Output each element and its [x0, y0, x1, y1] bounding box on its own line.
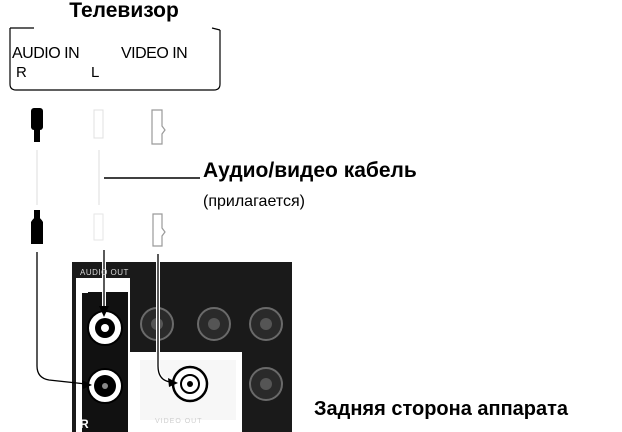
jack-audio-l	[87, 310, 123, 346]
arrow-video	[168, 378, 178, 387]
tv-video-in-label: VIDEO IN	[121, 45, 188, 62]
rear-side-label: Задняя сторона аппарата	[314, 398, 569, 420]
jack-faded-4	[249, 367, 283, 401]
cable-note: (прилагается)	[203, 193, 305, 210]
tv-r-label: R	[16, 64, 27, 81]
jack-video-out	[171, 365, 209, 403]
tv-l-label: L	[91, 64, 100, 81]
tv-audio-in-label: AUDIO IN	[12, 45, 80, 62]
bottom-plug-audio-r	[31, 210, 43, 244]
tv-box-top-right	[211, 27, 221, 31]
cable-label: Аудио/видео кабель	[203, 159, 417, 182]
jack-faded-3	[249, 307, 283, 341]
jack-audio-r	[87, 368, 123, 404]
arrow-audio-r	[82, 380, 92, 389]
jack-faded-2	[197, 307, 231, 341]
top-plug-audio-l	[93, 109, 104, 139]
bottom-plug-video	[152, 213, 166, 247]
bottom-plug-audio-l	[93, 213, 104, 241]
top-plug-video	[151, 109, 166, 145]
arrow-audio-l	[99, 306, 109, 317]
tv-box-outline	[9, 28, 221, 91]
top-plug-audio-r	[31, 108, 43, 142]
panel-r-label: R	[80, 417, 89, 431]
panel-audio-out-label: AUDIO OUT	[80, 268, 129, 277]
tv-title: Телевизор	[69, 0, 179, 22]
cable-audio-r	[36, 252, 87, 385]
panel-video-out-label: VIDEO OUT	[155, 418, 203, 425]
panel-l-label: L	[81, 282, 89, 296]
